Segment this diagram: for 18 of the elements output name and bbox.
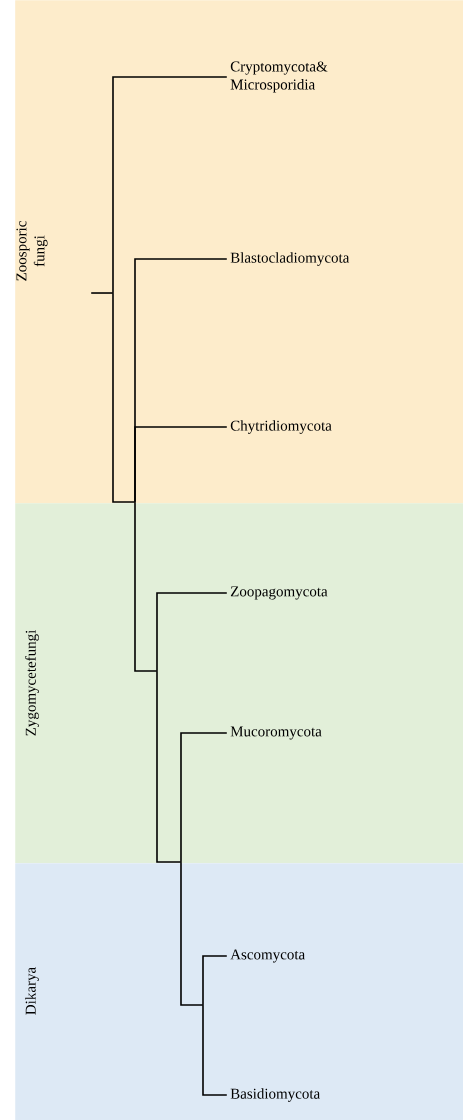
tree-branch <box>112 293 135 503</box>
tree-branch <box>180 862 203 1006</box>
tree-branch <box>134 426 227 502</box>
taxon-label: Ascomycota <box>230 949 305 963</box>
taxon-label: Zoopagomycota <box>230 586 328 600</box>
taxon-label: Blastocladiomycota <box>230 252 350 266</box>
taxon-label: Mucoromycota <box>230 726 322 740</box>
tree-branch <box>156 592 227 671</box>
tree-branch <box>202 955 227 1005</box>
tree-branch <box>180 732 227 862</box>
tree-branch <box>91 292 113 294</box>
tree-branch <box>112 76 227 293</box>
tree-branch <box>156 671 181 863</box>
taxon-label: Basidiomycota <box>230 1088 320 1102</box>
taxon-label: Cryptomycota& Microsporidia <box>230 61 328 93</box>
tree-branch <box>202 1005 227 1096</box>
tree-branch <box>134 502 157 672</box>
taxon-label: Chytridiomycota <box>230 420 332 434</box>
